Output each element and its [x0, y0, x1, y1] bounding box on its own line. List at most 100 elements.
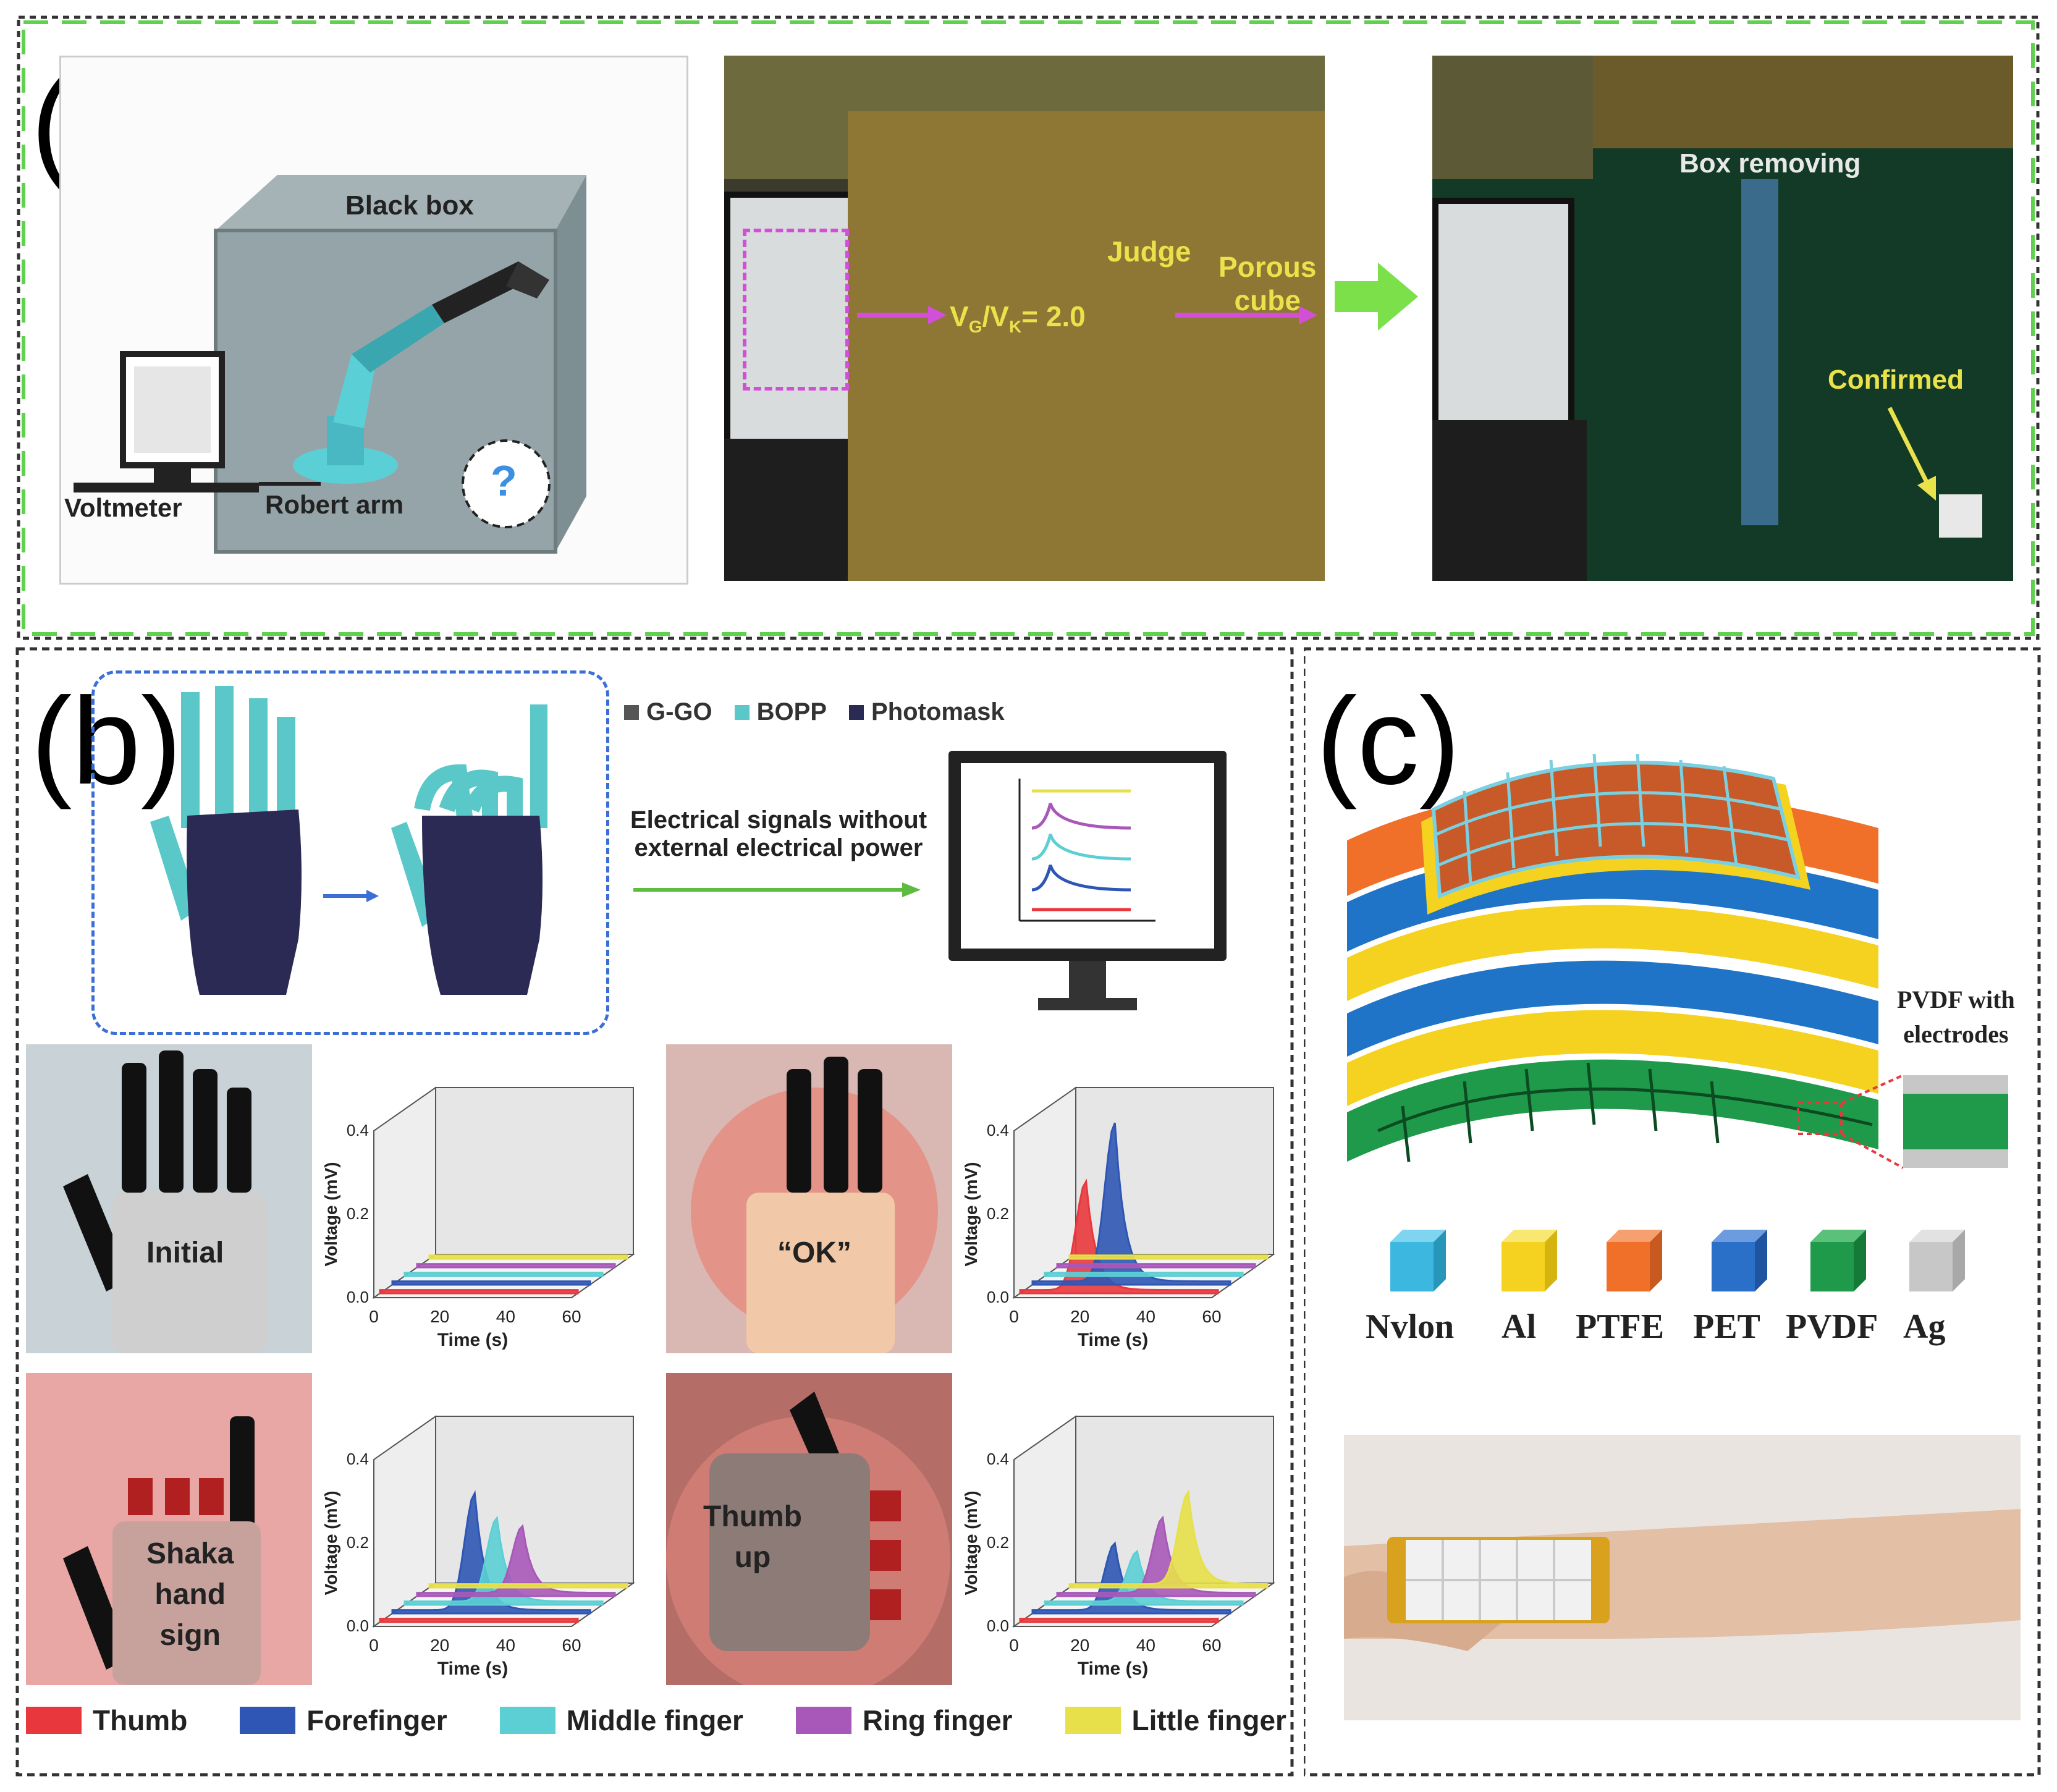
chart-series-ring-finger	[416, 1524, 616, 1597]
material-cubes	[1390, 1230, 1965, 1291]
chart-series-ring-finger	[1056, 1515, 1256, 1597]
y-tick-label: 0.0	[347, 1617, 369, 1635]
experiment-photo-2: Box removing Confirmed	[1432, 56, 2013, 581]
legend-bopp-label: BOPP	[756, 698, 827, 725]
chart-series-little-finger	[1068, 1254, 1269, 1260]
black-box-drawing	[74, 175, 586, 554]
shaka-hand-icon	[63, 1416, 261, 1685]
ok-hand-icon	[691, 1057, 938, 1353]
gesture-label-line: “OK”	[777, 1236, 851, 1269]
finger-legend: Thumb Forefinger Middle finger Ring fing…	[26, 1704, 1286, 1737]
x-tick-label: 60	[1202, 1636, 1221, 1655]
x-tick-label: 40	[1136, 1636, 1155, 1655]
y-tick-label: 0.4	[987, 1450, 1009, 1468]
y-tick-label: 0.0	[987, 1288, 1009, 1306]
x-tick-label: 40	[496, 1307, 515, 1326]
initial-hand-icon	[63, 1050, 267, 1353]
pvdf-inset-label: PVDF with electrodes	[1897, 983, 2015, 1052]
voltmeter-label: Voltmeter	[64, 493, 182, 522]
x-axis-label: Time (s)	[437, 1659, 508, 1679]
y-tick-label: 0.2	[347, 1204, 369, 1223]
arm-drawing	[1344, 1509, 2021, 1651]
gesture-label-line: up	[734, 1541, 771, 1574]
panel-label-b: (b)	[31, 672, 182, 810]
y-tick-label: 0.0	[347, 1288, 369, 1306]
question-mark: ?	[491, 457, 517, 505]
y-tick-label: 0.0	[987, 1617, 1009, 1635]
signal-description: Electrical signals without external elec…	[612, 806, 945, 862]
x-axis-label: Time (s)	[1078, 1659, 1148, 1679]
x-tick-label: 60	[1202, 1307, 1221, 1326]
gesture-label-shaka: Shaka hand sign	[146, 1534, 234, 1656]
x-tick-label: 20	[430, 1307, 449, 1326]
judge-label: Judge	[1107, 235, 1191, 268]
material-al-label: Al	[1502, 1308, 1536, 1346]
y-tick-label: 0.2	[987, 1533, 1009, 1552]
gesture-label-line: Initial	[146, 1236, 224, 1269]
legend-photomask-label: Photomask	[871, 698, 1005, 725]
signal-arrow-icon	[633, 882, 921, 897]
gesture-label-line: hand	[154, 1578, 226, 1611]
material-ag-label: Ag	[1903, 1308, 1946, 1346]
material-legend-b: G-GO BOPP Photomask	[624, 698, 1005, 726]
x-tick-label: 20	[1070, 1636, 1089, 1655]
gesture-label-line: sign	[159, 1619, 221, 1652]
voltage-ratio: VG/VK= 2.0	[950, 300, 1086, 337]
x-tick-label: 40	[1136, 1307, 1155, 1326]
x-tick-label: 40	[496, 1636, 515, 1655]
legend-ring: Ring finger	[795, 1704, 1013, 1737]
legend-bopp: BOPP	[734, 698, 827, 726]
ratio-v: V	[950, 300, 969, 332]
material-pet-label: PET	[1693, 1308, 1760, 1346]
legend-ggo-label: G-GO	[646, 698, 712, 725]
ratio-value: = 2.0	[1021, 300, 1086, 332]
panel-a	[17, 15, 2040, 640]
ratio-slash: /V	[982, 300, 1009, 332]
legend-middle-label: Middle finger	[566, 1704, 743, 1736]
chart-series-middle-finger	[1044, 1272, 1244, 1277]
legend-ggo: G-GO	[624, 698, 712, 726]
robert-arm-label: Robert arm	[265, 490, 404, 519]
chart-series-thumb	[1019, 1618, 1219, 1623]
legend-photomask: Photomask	[849, 698, 1005, 726]
chart-series-ring-finger	[1056, 1263, 1256, 1269]
experiment-photo-1: VG/VK= 2.0 Judge Porous cube	[724, 56, 1325, 581]
chart-series-thumb	[379, 1289, 579, 1295]
chart-series-little-finger	[428, 1583, 628, 1589]
y-tick-label: 0.4	[347, 1450, 369, 1468]
hand-schematic	[91, 670, 609, 1035]
legend-little-label: Little finger	[1131, 1704, 1286, 1736]
gesture-label-thumb-up: Thumb up	[703, 1497, 802, 1578]
confirmed-label: Confirmed	[1828, 365, 1964, 395]
hand-drawing	[150, 686, 547, 995]
monitor-icon	[948, 751, 1227, 1010]
material-pvdf-label: PVDF	[1786, 1308, 1878, 1346]
pvdf-label-line2: electrodes	[1903, 1020, 2009, 1048]
gesture-label-line: Thumb	[703, 1500, 802, 1533]
material-nylon-label: Nvlon	[1366, 1308, 1455, 1346]
gesture-photo-thumb-up: Thumb up	[666, 1373, 952, 1685]
panel-label-c: (c)	[1316, 672, 1461, 810]
panel-c-border	[1304, 647, 2041, 1777]
ratio-sub-g: G	[968, 317, 982, 337]
transition-arrow-icon	[1335, 263, 1418, 331]
legend-ring-label: Ring finger	[862, 1704, 1013, 1736]
thumb-up-hand-icon	[666, 1392, 950, 1685]
confirmed-arrow-icon	[1887, 407, 1936, 501]
legend-forefinger: Forefinger	[240, 1704, 447, 1737]
chart-series-forefinger	[391, 1280, 591, 1286]
legend-little: Little finger	[1065, 1704, 1286, 1737]
x-tick-label: 0	[369, 1636, 379, 1655]
gesture-photo-ok: “OK”	[666, 1044, 952, 1353]
y-tick-label: 0.4	[987, 1121, 1009, 1139]
chart-back-wall	[435, 1087, 634, 1255]
porous-label-line1: Porous	[1219, 251, 1317, 283]
x-axis-label: Time (s)	[437, 1330, 508, 1350]
y-tick-label: 0.4	[347, 1121, 369, 1139]
material-ptfe-label: PTFE	[1576, 1308, 1665, 1346]
legend-thumb-label: Thumb	[93, 1704, 188, 1736]
black-box-label: Black box	[345, 190, 474, 221]
